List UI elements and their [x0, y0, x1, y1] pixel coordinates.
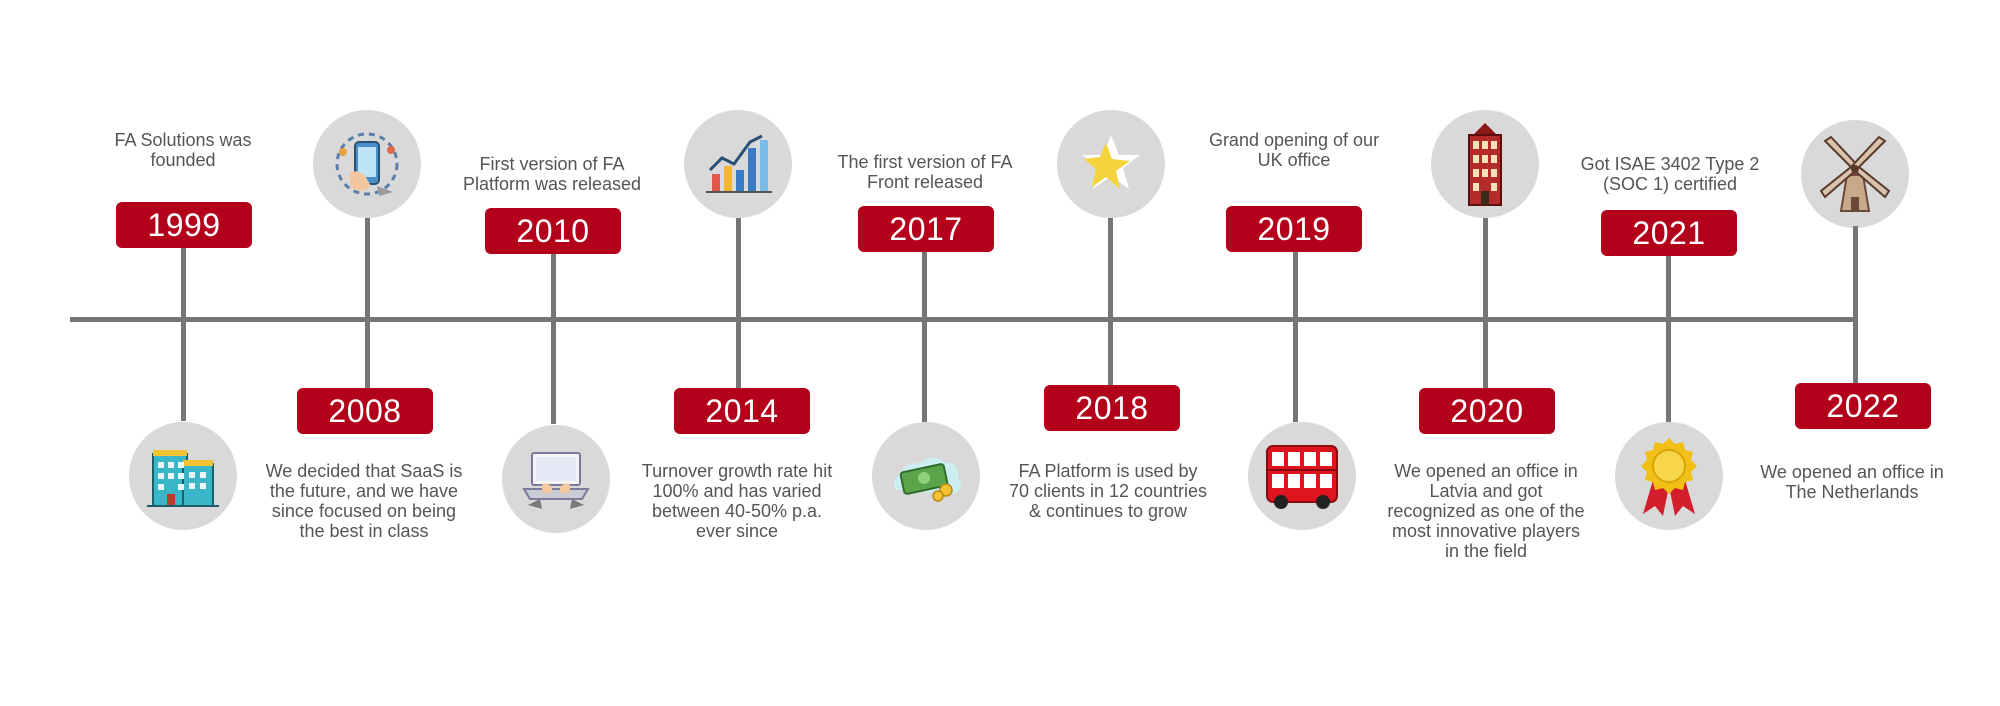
timeline-axis	[70, 317, 1856, 322]
stem-2017	[922, 250, 927, 422]
year-badge-2014: 2014	[674, 388, 810, 434]
year-badge-2019: 2019	[1226, 206, 1362, 252]
windmill-icon	[1801, 120, 1909, 228]
award-medal-icon	[1615, 422, 1723, 530]
laptop-typing-icon	[502, 425, 610, 533]
year-badge-1999: 1999	[116, 202, 252, 248]
stem-2018	[1108, 218, 1113, 388]
year-badge-2021: 2021	[1601, 210, 1737, 256]
year-badge-2017: 2017	[858, 206, 994, 252]
smartphone-hand-icon	[313, 110, 421, 218]
caption-1999: FA Solutions was founded	[114, 130, 252, 170]
stem-1999	[181, 246, 186, 421]
caption-2014: Turnover growth rate hit 100% and has va…	[641, 461, 833, 541]
caption-2021: Got ISAE 3402 Type 2 (SOC 1) certified	[1580, 154, 1760, 194]
stem-2010	[551, 252, 556, 424]
latvian-building-icon	[1431, 110, 1539, 218]
year-badge-2018: 2018	[1044, 385, 1180, 431]
year-badge-2010: 2010	[485, 208, 621, 254]
caption-2022: We opened an office in The Netherlands	[1760, 462, 1944, 502]
stem-2008	[365, 218, 370, 390]
stem-2022	[1853, 226, 1858, 386]
caption-2018: FA Platform is used by 70 clients in 12 …	[1008, 461, 1208, 521]
caption-2020: We opened an office in Latvia and got re…	[1387, 461, 1585, 561]
year-badge-2020: 2020	[1419, 388, 1555, 434]
caption-2017: The first version of FA Front released	[837, 152, 1013, 192]
star-icon	[1057, 110, 1165, 218]
year-badge-2008: 2008	[297, 388, 433, 434]
caption-2010: First version of FA Platform was release…	[462, 154, 642, 194]
bar-chart-growth-icon	[684, 110, 792, 218]
stem-2021	[1666, 254, 1671, 422]
stem-2014	[736, 218, 741, 390]
office-building-icon	[129, 422, 237, 530]
caption-2008: We decided that SaaS is the future, and …	[265, 461, 463, 541]
stem-2019	[1293, 250, 1298, 422]
year-badge-2022: 2022	[1795, 383, 1931, 429]
money-cloud-icon	[872, 422, 980, 530]
double-decker-bus-icon	[1248, 422, 1356, 530]
stem-2020	[1483, 218, 1488, 390]
caption-2019: Grand opening of our UK office	[1208, 130, 1380, 170]
